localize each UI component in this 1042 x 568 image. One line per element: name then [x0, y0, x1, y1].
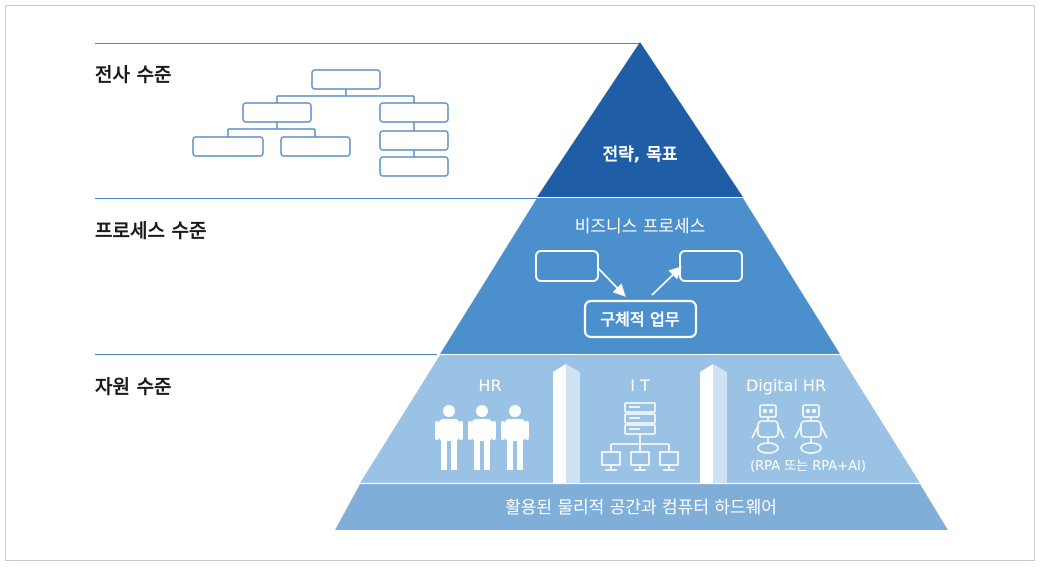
- base-label: 활용된 물리적 공간과 컴퓨터 하드웨어: [505, 498, 777, 518]
- pillar-right: [700, 364, 727, 483]
- org-box-right-2: [379, 130, 449, 151]
- person-icon: [435, 405, 463, 470]
- level-line-resource: [95, 354, 437, 355]
- task-label: 구체적 업무: [600, 310, 679, 329]
- process-box-left: [535, 250, 599, 282]
- level-line-enterprise: [95, 43, 640, 44]
- pillar-left: [553, 364, 580, 483]
- org-box-left: [242, 102, 312, 123]
- org-box-right-1: [379, 102, 449, 123]
- arrow-from-task: [651, 266, 682, 296]
- figure-frame: [5, 5, 1035, 561]
- server-network-icon: [601, 402, 679, 471]
- level-label-process: 프로세스 수준: [95, 220, 207, 242]
- pyramid-top-tier: [537, 42, 743, 197]
- robot-icon: [794, 404, 828, 454]
- task-box: [583, 299, 698, 339]
- robot-icons: [751, 404, 828, 454]
- level-line-process: [95, 198, 565, 199]
- person-icon: [501, 405, 529, 470]
- business-process-title: 비즈니스 프로세스: [575, 217, 706, 237]
- resource-hr-label: HR: [478, 376, 501, 395]
- arrow-to-task: [597, 267, 626, 297]
- pyramid-bottom-tier: [360, 355, 920, 483]
- pyramid-base-tier: [335, 484, 948, 530]
- resource-digital-note: (RPA 또는 RPA+AI): [750, 459, 866, 474]
- person-icon: [468, 405, 496, 470]
- resource-digital-hr-label: Digital HR: [746, 376, 826, 395]
- level-label-enterprise: 전사 수준: [95, 64, 172, 86]
- pyramid-middle-tier: [440, 198, 840, 354]
- org-box-root: [311, 69, 381, 90]
- org-chart: [192, 69, 449, 177]
- org-box-right-3: [379, 156, 449, 177]
- process-box-right: [679, 250, 743, 282]
- strategy-goal-label: 전략, 목표: [603, 145, 678, 165]
- robot-icon: [751, 404, 785, 454]
- org-box-left-child-1: [192, 136, 264, 157]
- people-icon: [435, 405, 529, 470]
- level-label-resource: 자원 수준: [95, 376, 172, 398]
- resource-it-label: I T: [630, 376, 650, 395]
- org-box-left-child-2: [280, 136, 351, 157]
